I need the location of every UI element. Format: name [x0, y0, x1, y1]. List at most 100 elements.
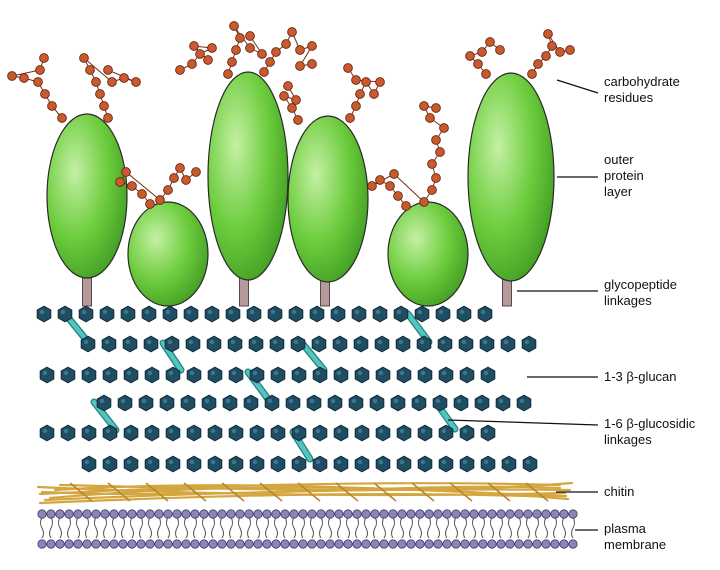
- lipid-head: [397, 509, 407, 519]
- label-line: outer: [604, 152, 634, 167]
- lipid-head: [379, 539, 389, 549]
- label-line: membrane: [604, 537, 667, 552]
- glucose-hexagon: [165, 455, 181, 473]
- residue-bond: [393, 173, 425, 203]
- glucose-hexagon: [432, 394, 448, 412]
- hexagon-highlight: [288, 398, 294, 404]
- plasma-membrane: [37, 509, 578, 549]
- glucose-hexagon: [267, 305, 283, 323]
- lipid-head: [442, 509, 452, 519]
- hexagon-highlight: [483, 428, 489, 434]
- glucose-hexagon: [459, 424, 475, 442]
- residue-bead: [527, 69, 537, 79]
- residue-bead: [19, 73, 29, 83]
- hexagon-highlight: [60, 309, 66, 315]
- lipid-head: [82, 539, 92, 549]
- chitin-crosslink: [297, 482, 321, 502]
- lipid-head: [199, 509, 209, 519]
- lipid-tail: [130, 516, 134, 539]
- hexagon-highlight: [120, 398, 126, 404]
- glucose-hexagon: [144, 366, 160, 384]
- glucose-hexagon: [417, 455, 433, 473]
- glucose-hexagon: [474, 394, 490, 412]
- residue-bead: [103, 65, 113, 75]
- hexagon-highlight: [309, 398, 315, 404]
- residue-bead: [245, 43, 255, 53]
- glucose-hexagon: [332, 335, 348, 353]
- residue-bead: [427, 159, 437, 169]
- lipid-tail: [58, 516, 62, 539]
- hexagon-highlight: [270, 309, 276, 315]
- residue-bead: [191, 167, 201, 177]
- lipid-head: [163, 509, 173, 519]
- protein-globule: [467, 72, 555, 282]
- lipid-head: [208, 509, 218, 519]
- hexagon-highlight: [519, 398, 525, 404]
- residue-bead: [425, 113, 435, 123]
- hexagon-highlight: [375, 309, 381, 315]
- hexagon-highlight: [188, 339, 194, 345]
- lipid-head: [217, 509, 227, 519]
- glucose-hexagon: [477, 305, 493, 323]
- hexagon-highlight: [189, 459, 195, 465]
- residue-bead: [307, 59, 317, 69]
- protein-globule: [287, 115, 369, 283]
- hexagon-highlight: [39, 309, 45, 315]
- glucose-hexagon: [495, 394, 511, 412]
- chitin-crosslink: [525, 482, 549, 502]
- residue-bond: [125, 171, 161, 201]
- hexagon-highlight: [84, 459, 90, 465]
- hexagon-highlight: [225, 398, 231, 404]
- hexagon-highlight: [167, 339, 173, 345]
- lipid-head: [568, 539, 578, 549]
- residue-bead: [375, 175, 385, 185]
- hexagon-highlight: [104, 339, 110, 345]
- lipid-head: [235, 509, 245, 519]
- residue-bead: [555, 47, 565, 57]
- residue-bead: [203, 55, 213, 65]
- lipid-head: [496, 509, 506, 519]
- residue-bead: [57, 113, 67, 123]
- lipid-head: [226, 539, 236, 549]
- hexagon-highlight: [252, 370, 258, 376]
- hexagon-highlight: [272, 339, 278, 345]
- glucose-hexagon: [246, 305, 262, 323]
- lipid-head: [415, 539, 425, 549]
- lipid-tail: [157, 516, 161, 539]
- residue-bead: [431, 103, 441, 113]
- hexagon-highlight: [141, 398, 147, 404]
- hexagon-highlight: [399, 428, 405, 434]
- residue-bead: [85, 65, 95, 75]
- leader-line: [556, 79, 599, 94]
- lipid-head: [514, 509, 524, 519]
- lipid-tail: [382, 516, 386, 539]
- glucose-hexagon: [144, 424, 160, 442]
- glucose-hexagon: [102, 455, 118, 473]
- lipid-tail: [571, 516, 575, 539]
- glucose-hexagon: [288, 305, 304, 323]
- residue-bead: [565, 45, 575, 55]
- lipid-head: [73, 509, 83, 519]
- hexagon-highlight: [477, 398, 483, 404]
- label-1-3-beta-glucan: 1-3 β-glucan: [604, 369, 677, 385]
- chitin-crosslink: [69, 482, 93, 502]
- glucose-hexagon: [186, 424, 202, 442]
- glucose-hexagon: [120, 305, 136, 323]
- glucose-hexagon: [312, 424, 328, 442]
- hexagon-highlight: [480, 309, 486, 315]
- hexagon-highlight: [294, 370, 300, 376]
- hexagon-highlight: [462, 370, 468, 376]
- hexagon-highlight: [440, 339, 446, 345]
- residue-bead: [307, 41, 317, 51]
- lipid-head: [451, 509, 461, 519]
- hexagon-highlight: [315, 370, 321, 376]
- hexagon-highlight: [183, 398, 189, 404]
- hexagon-highlight: [461, 339, 467, 345]
- hexagon-highlight: [102, 309, 108, 315]
- lipid-head: [100, 539, 110, 549]
- residue-bead: [375, 77, 385, 87]
- glucosidic-linkage: [299, 340, 327, 373]
- chitin-fiber: [38, 492, 557, 505]
- residue-bead: [355, 89, 365, 99]
- hexagon-highlight: [293, 339, 299, 345]
